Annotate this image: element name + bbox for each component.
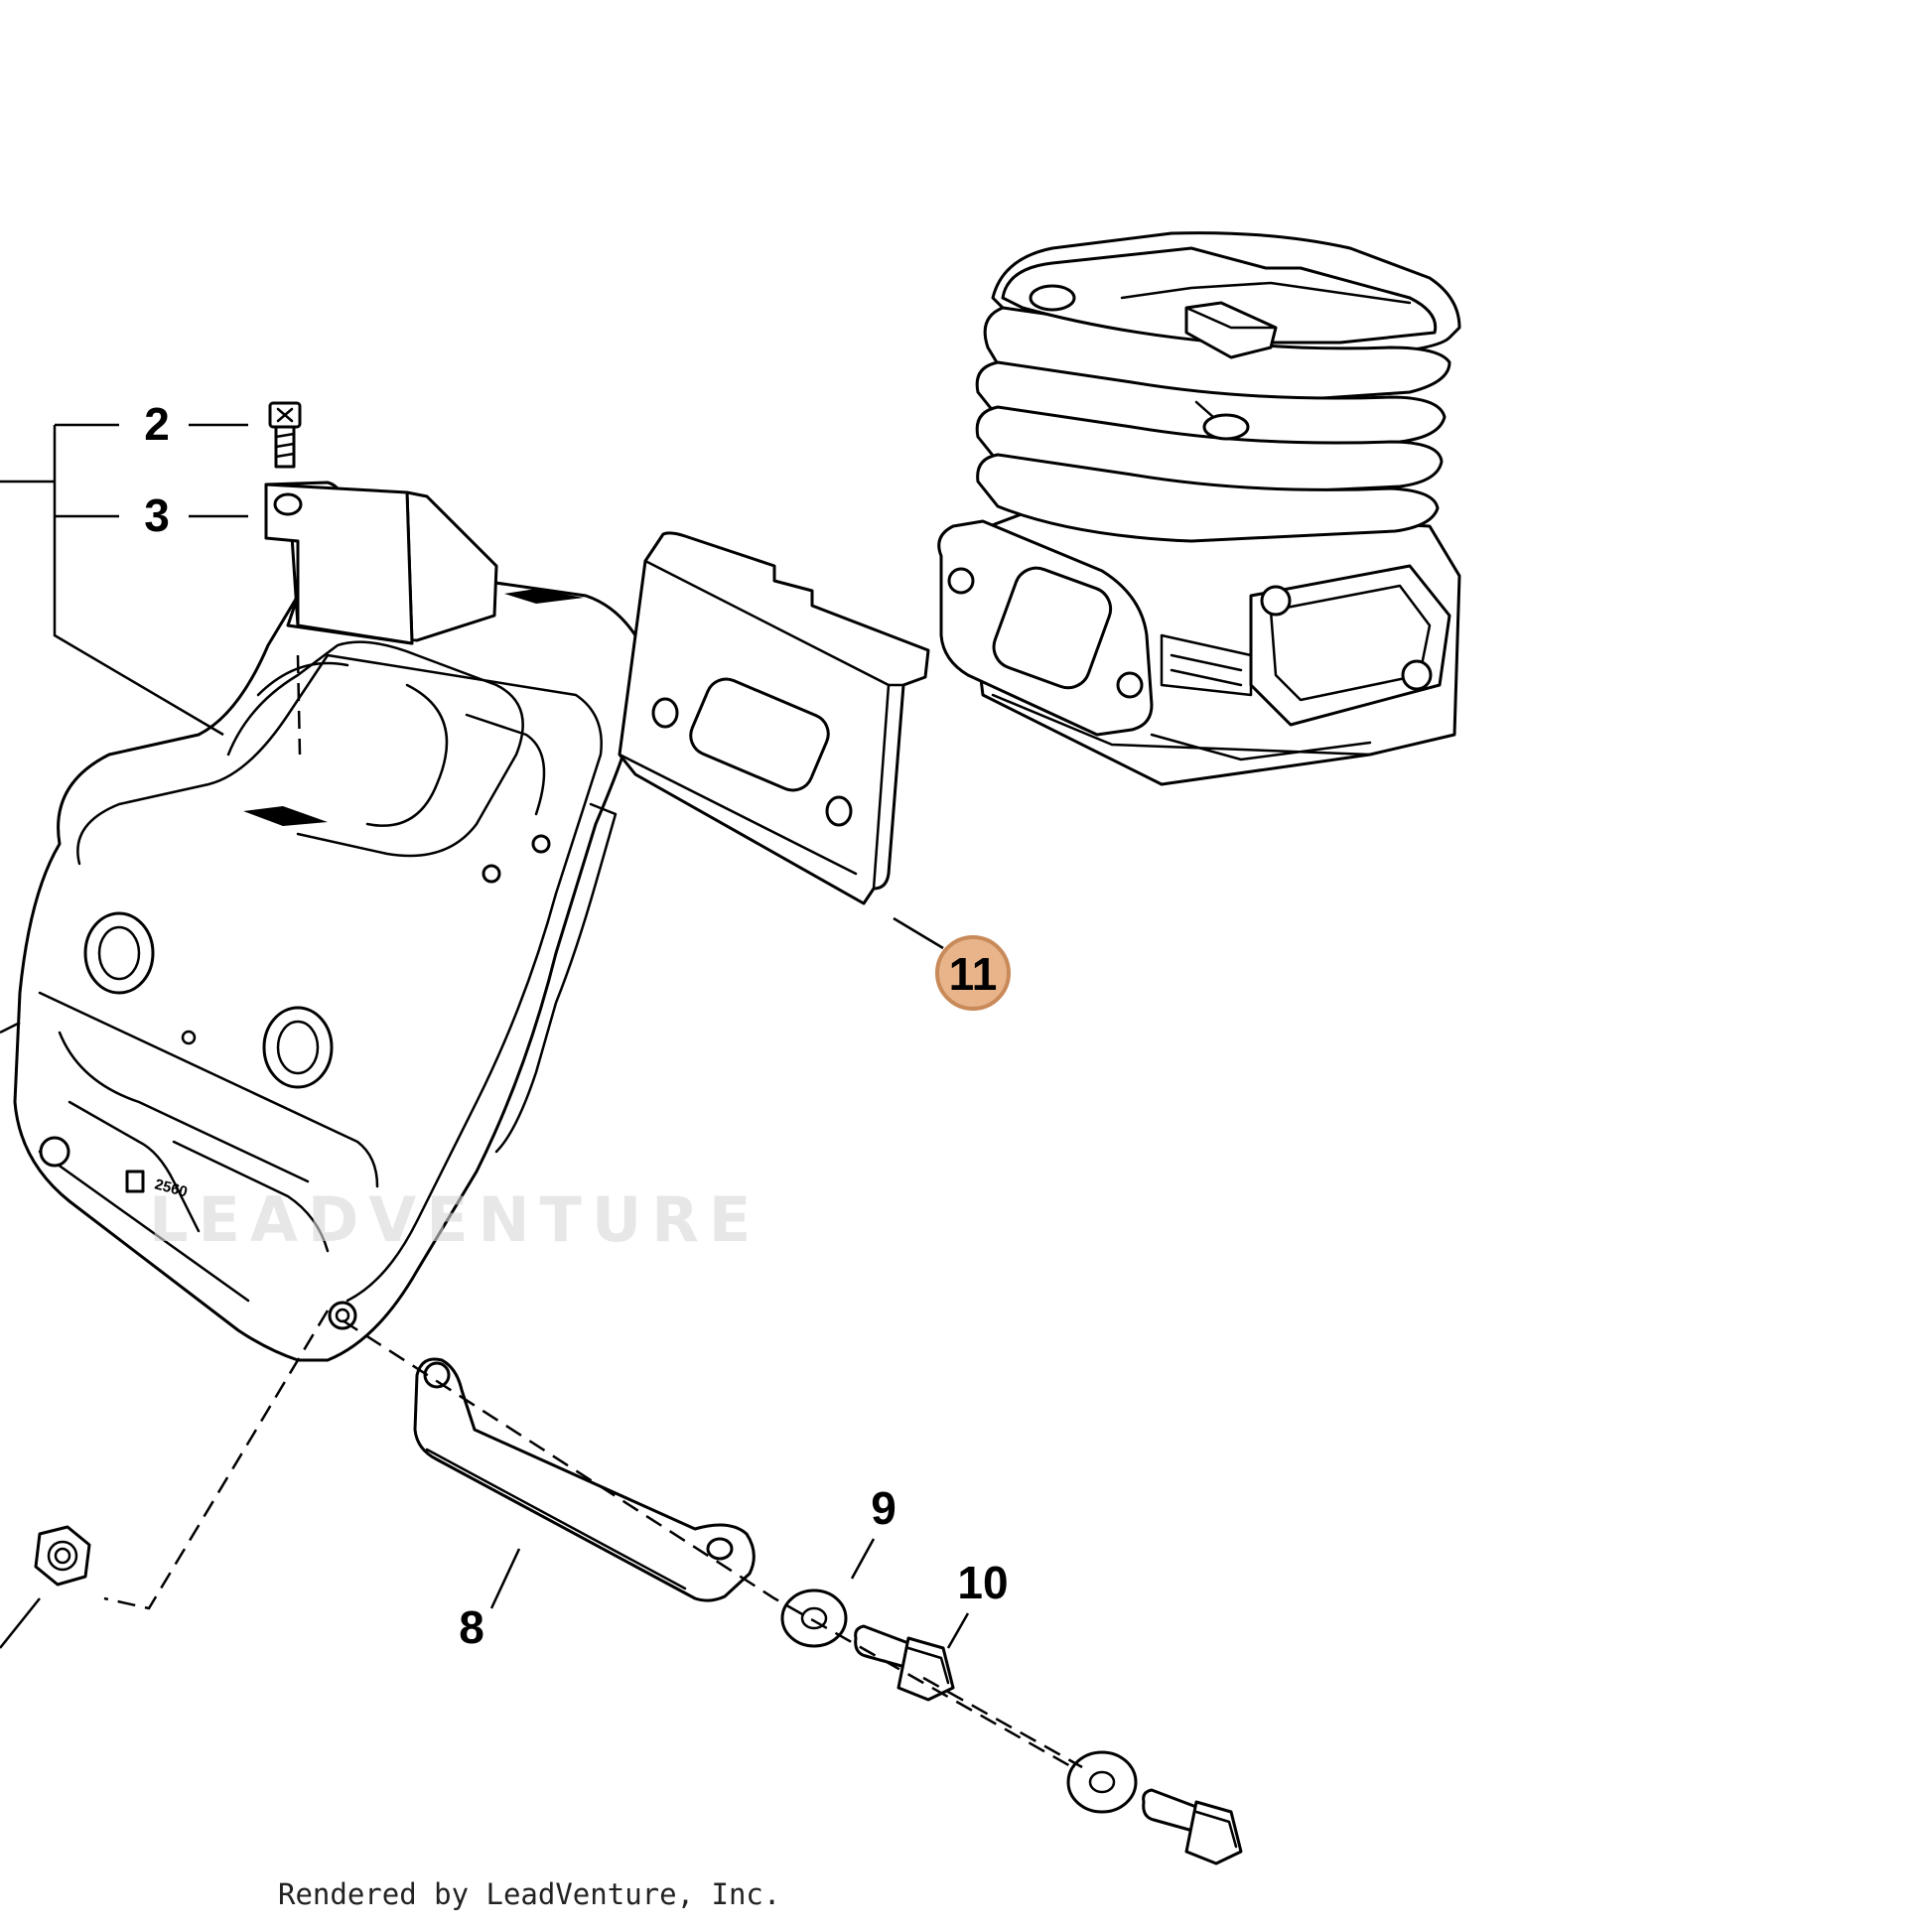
callout-2[interactable]: 2 bbox=[144, 398, 170, 450]
render-credit: Rendered by LeadVenture, Inc. bbox=[278, 1877, 780, 1911]
gasket-plate-part[interactable] bbox=[618, 531, 930, 905]
callout-10[interactable]: 10 bbox=[957, 1557, 1008, 1608]
watermark: LEADVENTURE bbox=[149, 1183, 760, 1256]
bracket-part[interactable] bbox=[413, 1357, 756, 1602]
hex-nut-part[interactable] bbox=[34, 1525, 91, 1587]
cylinder-part[interactable] bbox=[937, 231, 1461, 786]
muffler-assembly[interactable]: 2560 bbox=[13, 562, 637, 1362]
stud-bolt-part[interactable] bbox=[1142, 1788, 1243, 1865]
screw-part[interactable] bbox=[268, 401, 302, 469]
callout-3[interactable]: 3 bbox=[144, 489, 170, 541]
callout-8[interactable]: 8 bbox=[459, 1601, 484, 1653]
callout-11[interactable]: 11 bbox=[949, 948, 998, 1000]
callout-9[interactable]: 9 bbox=[871, 1482, 897, 1534]
washer-part[interactable] bbox=[1066, 1750, 1138, 1814]
flow-arrow-icon bbox=[504, 589, 584, 604]
callout-11-highlight[interactable]: 11 bbox=[935, 935, 1011, 1011]
heat-shield-plate[interactable] bbox=[264, 481, 498, 645]
stud-bolt-part[interactable] bbox=[854, 1624, 955, 1702]
washer-part[interactable] bbox=[780, 1588, 848, 1648]
flow-arrow-icon bbox=[243, 806, 328, 826]
